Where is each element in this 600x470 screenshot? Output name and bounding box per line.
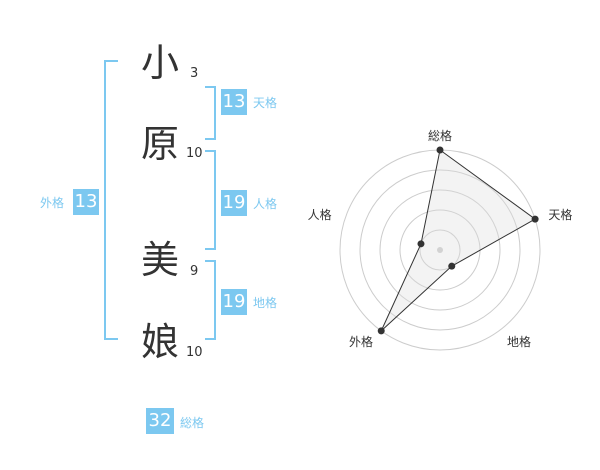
radar-ring [379,189,501,311]
radar-axis-label: 天格 [548,207,572,222]
sou-label: 総格 [180,416,205,430]
chi-label: 地格 [253,296,278,310]
chi-bracket [205,260,216,340]
radar-axis-label: 人格 [308,207,332,222]
jin-value-badge: 19 [221,190,247,216]
gai-value-badge: 13 [73,189,99,215]
char-2: 原 [141,122,180,166]
radar-point [531,215,539,223]
radar-ring [359,169,521,331]
ten-bracket [205,86,216,140]
radar-axis-label: 地格 [507,334,531,349]
radar-series-polygon [380,149,537,332]
ten-value-badge: 13 [221,89,247,115]
outer-bracket [104,60,118,340]
char-3: 美 [141,238,180,282]
ten-label: 天格 [253,96,278,110]
jin-bracket [205,150,216,250]
radar-axis-label: 総格 [428,128,452,143]
sou-value-badge: 32 [146,408,174,434]
radar-point [417,240,425,248]
radar-ring [419,229,461,271]
char-4: 娘 [141,320,180,364]
radar-axis-label: 外格 [349,334,373,349]
radar-point [448,262,456,270]
radar-center [437,247,443,253]
char-3-strokes: 9 [190,264,199,279]
char-2-strokes: 10 [186,146,203,161]
radar-point [377,327,385,335]
chi-value-badge: 19 [221,289,247,315]
gai-label: 外格 [40,196,65,210]
radar-point [436,146,444,154]
jin-label: 人格 [253,197,278,211]
char-1-strokes: 3 [190,66,199,81]
char-1: 小 [141,41,180,85]
char-4-strokes: 10 [186,345,203,360]
